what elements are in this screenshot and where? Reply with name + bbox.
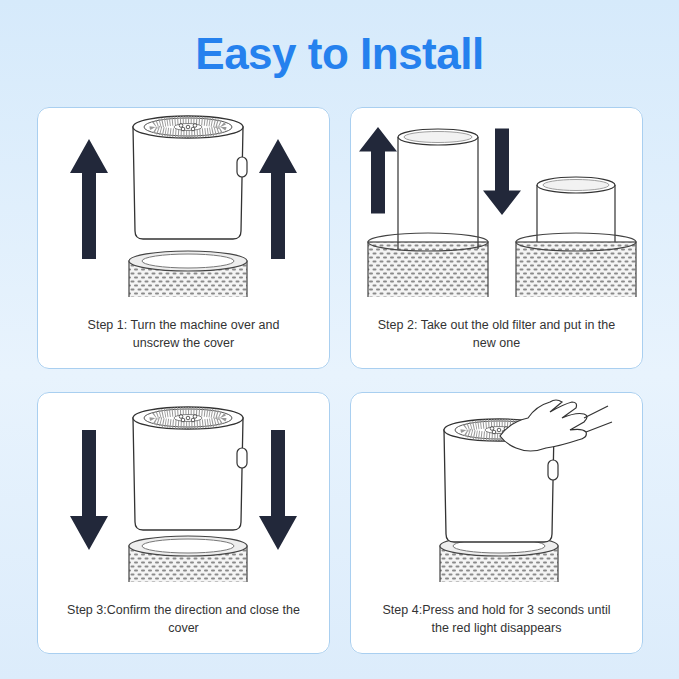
step-caption: Step 2: Take out the old filter and put …	[377, 316, 617, 352]
step-panel: Step 4:Press and hold for 3 seconds unti…	[350, 392, 643, 654]
filter-out	[359, 127, 488, 297]
step4-illustration	[440, 400, 612, 679]
step-panel: Step 3:Confirm the direction and close t…	[37, 392, 330, 654]
hand	[500, 400, 587, 451]
step-caption: Step 4:Press and hold for 3 seconds unti…	[377, 601, 617, 637]
step2-illustration	[359, 127, 636, 322]
filter-in	[483, 129, 636, 297]
title: Easy to Install	[0, 30, 679, 78]
step3-illustration	[70, 407, 297, 679]
step-panel: Step 1: Turn the machine over and unscre…	[37, 107, 330, 369]
step-caption: Step 1: Turn the machine over and unscre…	[64, 316, 304, 352]
step-caption: Step 3:Confirm the direction and close t…	[64, 601, 304, 637]
step-panel: Step 2: Take out the old filter and put …	[350, 107, 643, 369]
